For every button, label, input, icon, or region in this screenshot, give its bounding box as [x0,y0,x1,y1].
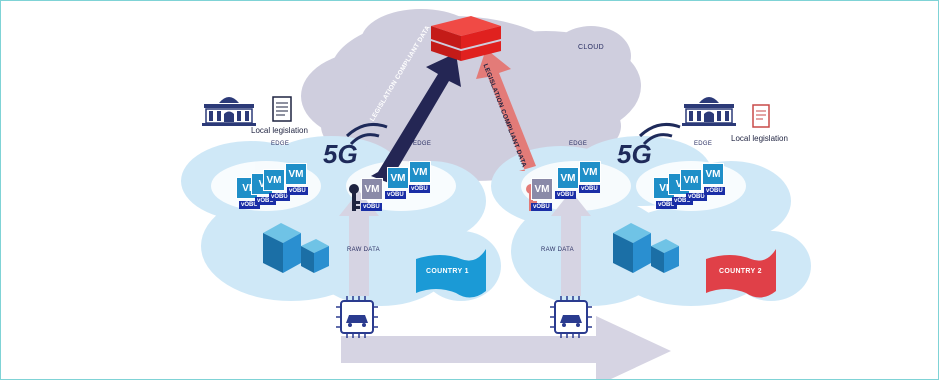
cloud-label: CLOUD [578,44,605,51]
vobu-tag: vOBU [531,203,552,211]
vm-box: VM [263,169,285,191]
document-right-icon [752,104,770,128]
raw-data-right-label: RAW DATA [541,247,574,253]
vm-box: VM [387,167,409,189]
5g-left-label: 5G [323,139,358,169]
car-chip-right-icon [550,296,592,338]
raw-data-arrow-right [551,191,591,296]
government-building-left-icon [202,97,256,126]
vm-box-gray: VM [361,178,383,200]
country1-label: COUNTRY 1 [426,268,469,275]
city-buildings-left-icon [263,223,329,273]
city-buildings-right-icon [613,223,679,273]
government-building-right-icon [682,97,736,126]
vobu-tag: vOBU [686,193,707,201]
country2-label: COUNTRY 2 [719,268,762,275]
legislation-arrow-right [476,49,536,171]
document-left-icon [272,96,292,122]
vm-box-gray: VM [531,178,553,200]
country1-wave [416,249,486,298]
vobu-tag: vOBU [409,185,430,193]
5g-right-label: 5G [617,139,652,169]
vobu-tag: vOBU [269,193,290,201]
vobu-tag: vOBU [672,197,693,205]
vobu-tag: vOBU [239,201,260,209]
car-chip-left-icon [336,296,378,338]
edge-left-label: EDGE [271,141,290,147]
vm-box: VM [702,163,724,185]
vm-box: VM [285,163,307,185]
road-arrow [341,316,671,379]
vm-box: VM [680,169,702,191]
vobu-tag: vOBU [287,187,308,195]
vobu-tag: vOBU [555,191,576,199]
wifi-arcs-left-icon [345,123,388,146]
edge-right2-label: EDGE [694,141,713,147]
edge-mid-label: EDGE [413,141,432,147]
country2-wave [706,249,776,298]
vm-box: VM [579,161,601,183]
local-legislation-left-label: Local legislation [251,126,308,135]
raw-data-arrow-left [339,191,379,296]
vobu-tag: vOBU [704,187,725,195]
vobu-tag: vOBU [579,185,600,193]
edge-right-label: EDGE [569,141,588,147]
legislation-arrow-left [371,53,461,183]
vm-box: VM [409,161,431,183]
vobu-tag: vOBU [255,197,276,205]
local-legislation-right-label: Local legislation [731,134,788,143]
vobu-tag: vOBU [656,201,677,209]
wifi-arcs-right-icon [638,123,681,146]
vobu-tag: vOBU [361,203,382,211]
vm-box: VM [557,167,579,189]
vobu-tag: vOBU [385,191,406,199]
raw-data-left-label: RAW DATA [347,247,380,253]
cloud-server-icon [431,16,501,61]
key-left-icon [349,184,360,211]
